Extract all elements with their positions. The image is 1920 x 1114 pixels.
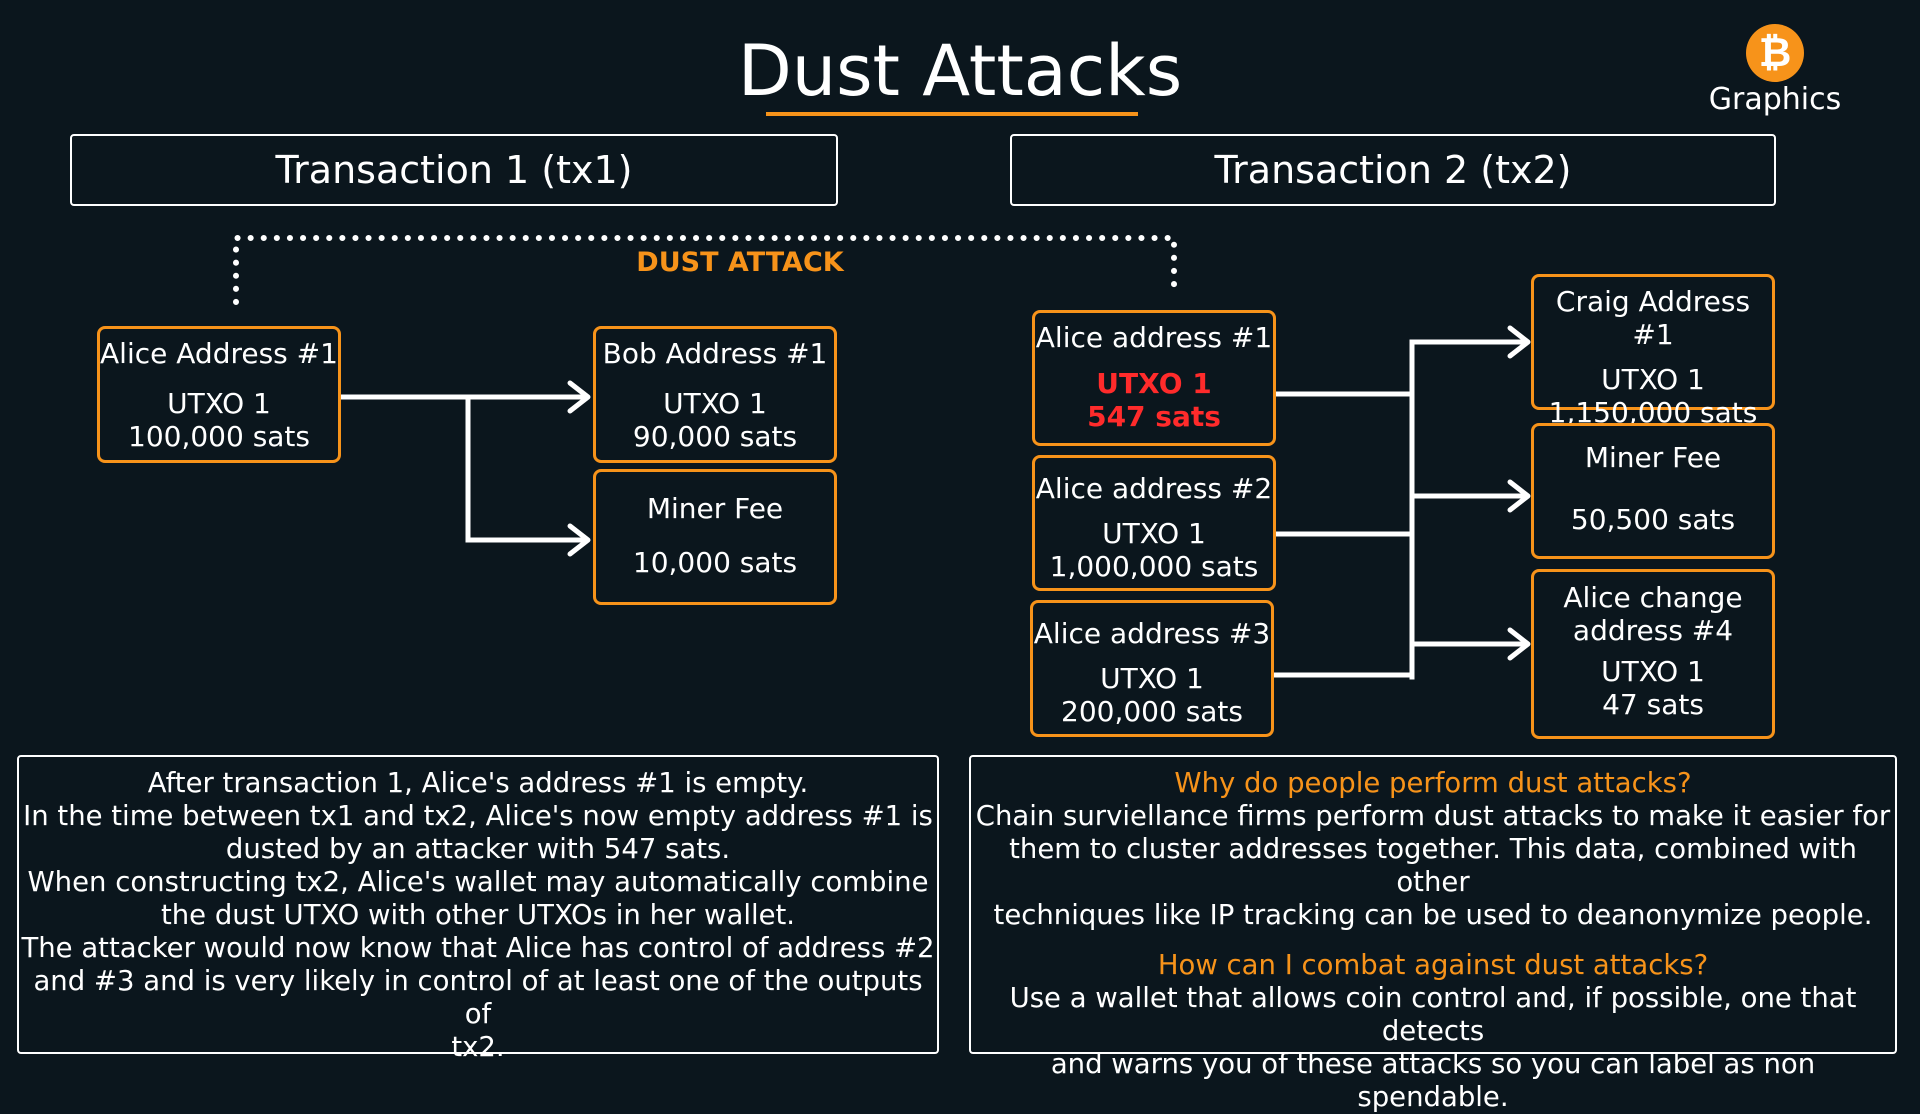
node-address: Miner Fee (1584, 441, 1722, 474)
node-utxo: UTXO 1 (1601, 655, 1705, 688)
tx2-output-node-alice-change: Alice change address #4 UTXO 1 47 sats (1531, 569, 1775, 739)
node-address-line2: address #4 (1572, 614, 1734, 647)
explanation-line: the dust UTXO with other UTXOs in her wa… (160, 899, 796, 931)
tx1-header-label: Transaction 1 (tx1) (275, 148, 633, 192)
tx2-input-node-2: Alice address #2 UTXO 1 1,000,000 sats (1032, 455, 1276, 591)
faq-answer-line: them to cluster addresses together. This… (1009, 833, 1857, 898)
logo-text: Graphics (1708, 82, 1842, 117)
node-amount: 50,500 sats (1570, 503, 1736, 536)
node-address: Alice address #1 (1035, 321, 1273, 354)
node-address: Alice Address #1 (100, 337, 338, 370)
page-title: Dust Attacks (737, 30, 1183, 112)
tx1-output-node-bob: Bob Address #1 UTXO 1 90,000 sats (593, 326, 837, 463)
faq-question-1: Why do people perform dust attacks? (1174, 767, 1692, 799)
node-amount: 100,000 sats (128, 420, 310, 453)
node-amount: 200,000 sats (1061, 695, 1243, 728)
explanation-line: When constructing tx2, Alice's wallet ma… (27, 866, 929, 898)
node-address: Bob Address #1 (602, 337, 828, 370)
tx2-arrows (1272, 325, 1531, 680)
dust-attack-label: DUST ATTACK (636, 247, 844, 278)
tx2-output-node-miner-fee: Miner Fee 50,500 sats (1531, 423, 1775, 559)
node-address: Alice address #3 (1033, 617, 1271, 650)
node-amount: 47 sats (1602, 688, 1704, 721)
faq-answer-line: techniques like IP tracking can be used … (993, 899, 1873, 931)
tx2-input-node-3: Alice address #3 UTXO 1 200,000 sats (1030, 600, 1274, 737)
faq-box: Why do people perform dust attacks? Chai… (969, 755, 1897, 1113)
explanation-line: dusted by an attacker with 547 sats. (225, 833, 731, 865)
faq-answer-line: Use a wallet that allows coin control an… (1009, 982, 1857, 1047)
connector-lines (233, 235, 1531, 680)
tx1-output-node-miner-fee: Miner Fee 10,000 sats (593, 469, 837, 605)
bitcoin-icon: ₿ (1746, 24, 1804, 82)
node-utxo: UTXO 1 (663, 387, 767, 420)
tx1-header: Transaction 1 (tx1) (70, 134, 838, 206)
explanation-line: The attacker would now know that Alice h… (21, 932, 935, 964)
tx2-input-node-1: Alice address #1 UTXO 1 547 sats (1032, 310, 1276, 446)
node-utxo: UTXO 1 (167, 387, 271, 420)
node-address: Alice address #2 (1035, 472, 1273, 505)
faq-answer-line: and warns you of these attacks so you ca… (1050, 1048, 1816, 1113)
explanation-line: After transaction 1, Alice's address #1 … (147, 767, 809, 799)
node-amount: 90,000 sats (632, 420, 798, 453)
explanation-line: In the time between tx1 and tx2, Alice's… (23, 800, 933, 832)
node-amount: 1,000,000 sats (1049, 550, 1259, 583)
node-utxo: UTXO 1 (1100, 662, 1204, 695)
node-amount: 547 sats (1087, 400, 1221, 433)
faq-answer-line: Chain surviellance firms perform dust at… (975, 800, 1891, 832)
tx2-output-node-craig: Craig Address #1 UTXO 1 1,150,000 sats (1531, 274, 1775, 429)
node-utxo: UTXO 1 (1601, 363, 1705, 396)
title-underline (766, 112, 1138, 116)
node-address: Craig Address #1 (1555, 285, 1751, 351)
node-address-line1: Alice change (1563, 581, 1743, 614)
node-amount: 10,000 sats (632, 546, 798, 579)
faq-question-2: How can I combat against dust attacks? (1157, 949, 1709, 981)
node-address: Miner Fee (646, 492, 784, 525)
explanation-line: and #3 and is very likely in control of … (33, 965, 923, 1030)
tx1-arrows (339, 380, 591, 557)
explanation-box: After transaction 1, Alice's address #1 … (17, 755, 939, 1063)
explanation-line: tx2. (451, 1031, 505, 1063)
node-utxo: UTXO 1 (1102, 517, 1206, 550)
tx2-header-label: Transaction 2 (tx2) (1214, 148, 1572, 192)
tx2-header: Transaction 2 (tx2) (1010, 134, 1776, 206)
node-utxo: UTXO 1 (1096, 367, 1212, 400)
tx1-input-node: Alice Address #1 UTXO 1 100,000 sats (97, 326, 341, 463)
